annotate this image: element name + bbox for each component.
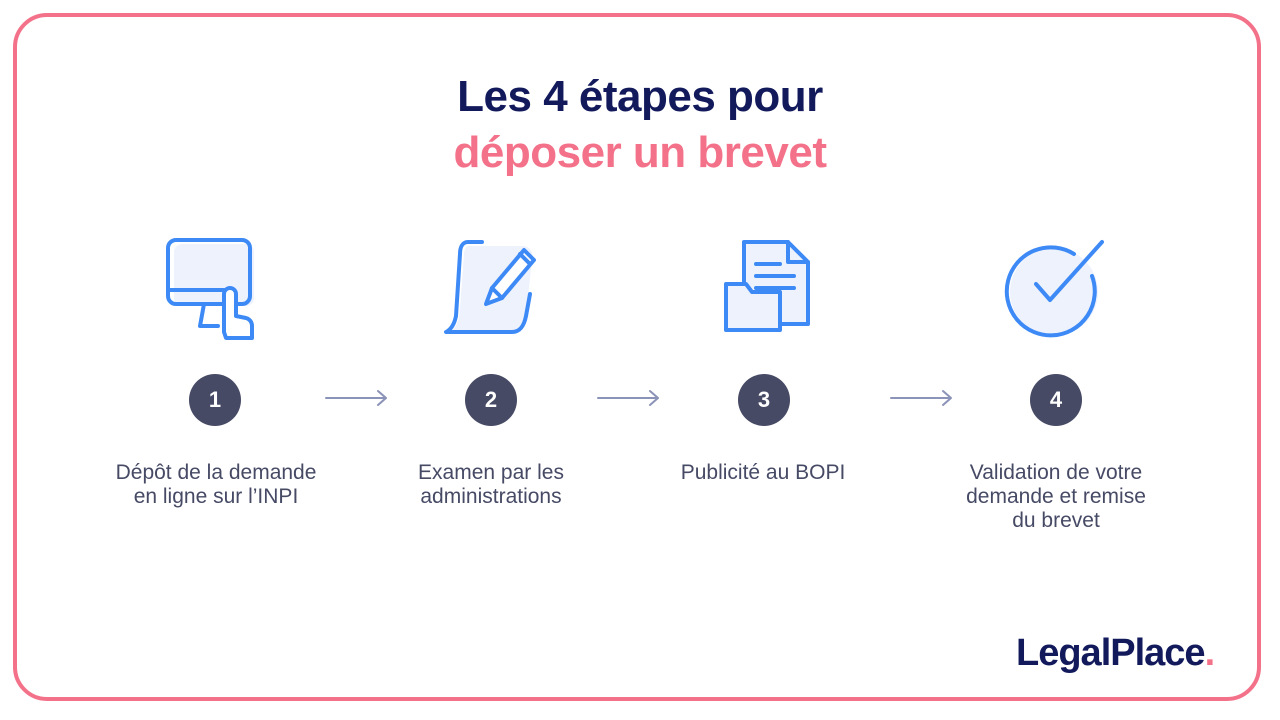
arrow-right-icon: [324, 388, 390, 408]
document-folder-icon: [718, 234, 818, 344]
step-badge-3: 3: [738, 374, 790, 426]
step-badge-4: 4: [1030, 374, 1082, 426]
step-badge-1: 1: [189, 374, 241, 426]
logo-dot: .: [1205, 632, 1215, 674]
title-line-2: déposer un brevet: [0, 128, 1280, 178]
arrow-right-icon: [596, 388, 662, 408]
document-pen-icon: [442, 234, 542, 344]
check-circle-icon: [1004, 234, 1104, 344]
title-line-1: Les 4 étapes pour: [0, 72, 1280, 122]
step-label-4: Validation de votre demande et remise du…: [926, 461, 1186, 533]
step-label-2: Examen par les administrations: [361, 461, 621, 509]
arrow-right-icon: [889, 388, 955, 408]
step-label-3: Publicité au BOPI: [633, 461, 893, 485]
legalplace-logo: LegalPlace.: [1016, 632, 1214, 675]
step-badge-2: 2: [465, 374, 517, 426]
logo-text: LegalPlace: [1016, 632, 1205, 674]
computer-touch-icon: [164, 234, 264, 344]
step-label-1: Dépôt de la demande en ligne sur l’INPI: [86, 461, 346, 509]
